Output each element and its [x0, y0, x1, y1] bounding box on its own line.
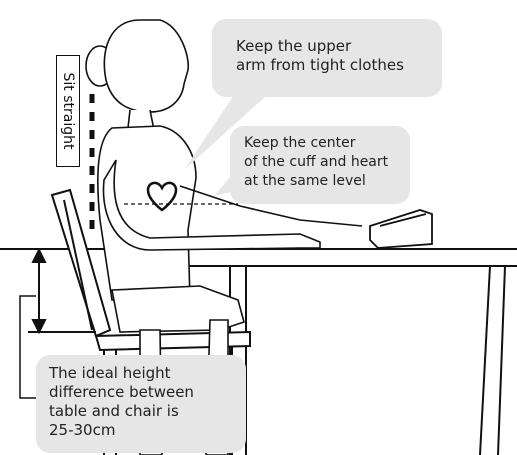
height-callout-line: table and chair is [49, 402, 246, 421]
height-callout-line: difference between [49, 383, 246, 402]
cuff-heart-callout: Keep the center of the cuff and heart at… [230, 126, 410, 204]
arm-callout-line: Keep the upper [236, 37, 442, 56]
height-callout-bracket [20, 296, 36, 398]
height-difference-callout: The ideal height difference between tabl… [36, 355, 246, 453]
posture-label: Sit straight [60, 56, 76, 166]
arm-callout-line: arm from tight clothes [236, 56, 442, 75]
height-callout-line: The ideal height [49, 364, 246, 383]
blood-pressure-monitor [370, 210, 432, 248]
cuff-callout-line: at the same level [244, 172, 410, 191]
height-callout-line: 25-30cm [49, 421, 246, 440]
cuff-callout-line: Keep the center [244, 134, 410, 153]
cuff-callout-line: of the cuff and heart [244, 153, 410, 172]
arm-clothing-callout: Keep the upper arm from tight clothes [212, 19, 442, 97]
